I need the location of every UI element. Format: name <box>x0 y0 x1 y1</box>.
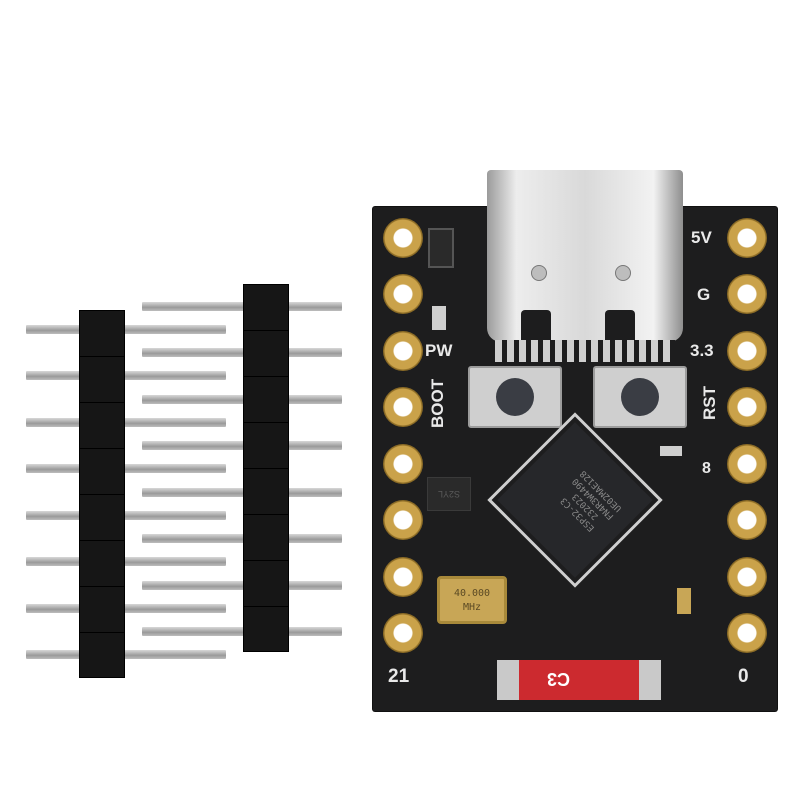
label-3v3: 3.3 <box>690 341 714 360</box>
pad <box>727 557 767 597</box>
header-pin <box>142 534 342 543</box>
header-pin <box>26 325 226 334</box>
usb-c-contacts <box>495 340 675 362</box>
pad <box>727 218 767 258</box>
label-gnd: G <box>697 285 711 304</box>
pad <box>383 613 423 653</box>
header-pin <box>26 418 226 427</box>
crystal-unit: MHz <box>462 602 482 613</box>
antenna-label: C3 <box>547 669 571 689</box>
label-pw: PW <box>425 341 453 360</box>
button-cap <box>621 378 659 416</box>
pad <box>383 331 423 371</box>
header-pin <box>26 557 226 566</box>
header-pin <box>26 604 226 613</box>
header-pin <box>142 488 342 497</box>
header-pin <box>142 348 342 357</box>
pad <box>727 274 767 314</box>
button-cap <box>496 378 534 416</box>
ceramic-antenna: C3 <box>497 660 661 700</box>
header-pin <box>26 650 226 659</box>
header-pin <box>142 395 342 404</box>
label-rst: RST <box>700 386 719 420</box>
header-pin <box>142 302 342 311</box>
reset-button[interactable] <box>593 366 687 428</box>
header-housing <box>243 284 289 652</box>
header-pin <box>142 581 342 590</box>
capacitor <box>677 588 691 614</box>
pad <box>383 557 423 597</box>
label-5v: 5V <box>691 228 712 247</box>
pad <box>727 331 767 371</box>
boot-button[interactable] <box>468 366 562 428</box>
header-pin <box>26 511 226 520</box>
header-pin <box>26 464 226 473</box>
pad <box>727 444 767 484</box>
pad <box>383 218 423 258</box>
header-pin <box>142 627 342 636</box>
diode <box>428 228 454 268</box>
label-gpio0: 0 <box>738 666 749 687</box>
led-status <box>660 446 682 456</box>
pad <box>727 500 767 540</box>
label-gpio8: 8 <box>702 460 711 477</box>
label-boot: BOOT <box>428 378 447 428</box>
led-power <box>432 306 446 330</box>
pad <box>383 274 423 314</box>
label-gpio21: 21 <box>388 666 410 687</box>
voltage-regulator: S2YL <box>427 477 471 511</box>
pad <box>727 387 767 427</box>
crystal-oscillator: 40.000 MHz <box>437 576 507 624</box>
usb-c-connector <box>487 170 683 342</box>
pad <box>383 444 423 484</box>
pad <box>383 500 423 540</box>
crystal-frequency: 40.000 <box>453 588 491 599</box>
header-housing <box>79 310 125 678</box>
pad <box>727 613 767 653</box>
header-pin <box>142 441 342 450</box>
pad <box>383 387 423 427</box>
header-pin <box>26 371 226 380</box>
